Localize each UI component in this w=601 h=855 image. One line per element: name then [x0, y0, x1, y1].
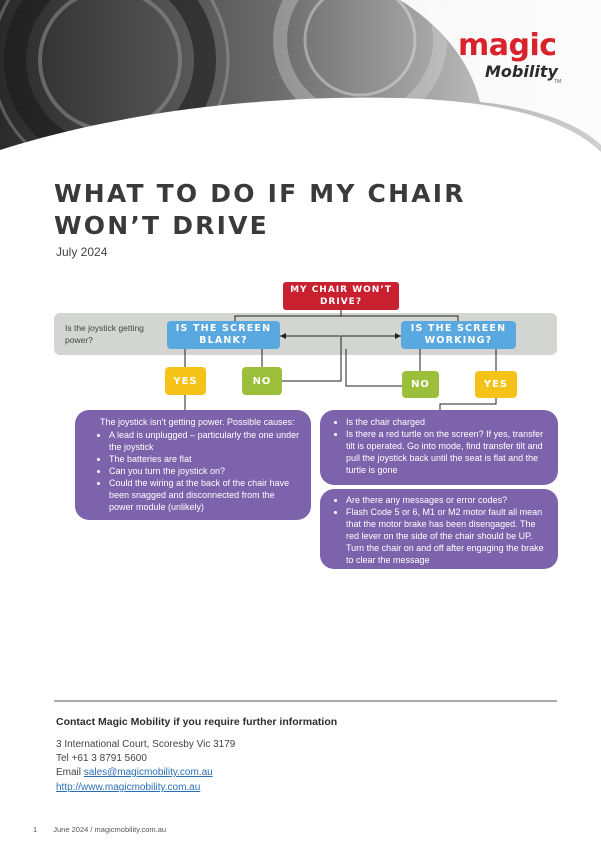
list-item: A lead is unplugged – particularly the o…: [109, 429, 301, 453]
start-box: MY CHAIR WON’T DRIVE?: [283, 282, 399, 310]
logo-word: magic: [458, 28, 557, 63]
magic-mobility-logo: magic Mobility TM: [455, 28, 570, 90]
logo-trademark: TM: [554, 79, 562, 85]
charge-turtle-list: Is the chair charged Is there a red turt…: [332, 416, 548, 476]
page-footer: 1 June 2024 / magicmobility.com.au: [33, 825, 166, 834]
working-no-box: NO: [402, 371, 439, 398]
list-item: Are there any messages or error codes?: [346, 494, 548, 506]
list-item: The batteries are flat: [109, 453, 301, 465]
contact-heading: Contact Magic Mobility if you require fu…: [56, 716, 338, 728]
charge-turtle-panel: Is the chair charged Is there a red turt…: [320, 410, 558, 485]
contact-phone: Tel +61 3 8791 5600: [56, 753, 147, 764]
question-band-label: Is the joystick getting power?: [65, 322, 160, 346]
list-item: Flash Code 5 or 6, M1 or M2 motor fault …: [346, 506, 548, 566]
question-text: Is the joystick getting power?: [65, 323, 144, 345]
list-item: Could the wiring at the back of the chai…: [109, 477, 301, 513]
hero-banner: [0, 0, 601, 170]
page-number: 1: [33, 825, 38, 834]
working-yes-box: YES: [475, 371, 517, 398]
contact-email-line: Email sales@magicmobility.com.au: [56, 767, 213, 778]
page-title: WHAT TO DO IF MY CHAIR WON’T DRIVE: [54, 179, 466, 240]
contact-website-line: http://www.magicmobility.com.au: [56, 782, 200, 793]
email-link[interactable]: sales@magicmobility.com.au: [83, 767, 213, 778]
document-date: July 2024: [56, 245, 108, 259]
email-label: Email: [56, 767, 84, 778]
error-codes-panel: Are there any messages or error codes? F…: [320, 489, 558, 569]
no-power-panel: The joystick isn’t getting power. Possib…: [75, 410, 311, 520]
error-codes-list: Are there any messages or error codes? F…: [332, 494, 548, 566]
website-link[interactable]: http://www.magicmobility.com.au: [56, 782, 201, 793]
list-item: Is there a red turtle on the screen? If …: [346, 428, 548, 476]
no-power-intro: The joystick isn’t getting power. Possib…: [100, 417, 295, 427]
contact-address: 3 International Court, Scoresby Vic 3179: [56, 739, 236, 750]
list-item: Can you turn the joystick on?: [109, 465, 301, 477]
list-item: Is the chair charged: [346, 416, 548, 428]
blank-yes-box: YES: [165, 367, 206, 395]
section-divider: [54, 700, 557, 702]
logo-subword: Mobility: [485, 62, 558, 81]
no-power-list: A lead is unplugged – particularly the o…: [85, 429, 301, 513]
screen-working-box: IS THE SCREEN WORKING?: [401, 321, 516, 349]
blank-no-box: NO: [242, 367, 282, 395]
footer-text: June 2024 / magicmobility.com.au: [53, 825, 167, 834]
screen-blank-box: IS THE SCREEN BLANK?: [167, 321, 280, 349]
